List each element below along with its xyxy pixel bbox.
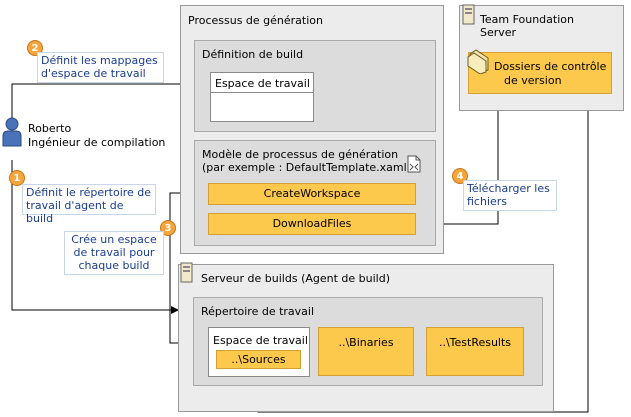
actor-name: Roberto (28, 122, 72, 135)
activity-create-workspace: CreateWorkspace (208, 183, 416, 205)
step-note-4-line2: fichiers (467, 195, 508, 208)
step-note-3: Crée un espace de travail pour chaque bu… (64, 231, 164, 275)
folder-sources: ..\Sources (216, 350, 301, 369)
step-note-1-line2: travail d'agent de build (26, 199, 124, 225)
arrow-define-mappings (11, 80, 210, 118)
step-note-1-line1: Définit le répertoire de (26, 186, 152, 199)
arrow-define-working-dir (11, 160, 179, 314)
tfs-title-line2: Server (480, 26, 517, 39)
folder-sources-label: ..\Sources (231, 353, 286, 366)
build-server-icon (180, 262, 194, 284)
folder-binaries-label: ..\Binaries (338, 336, 394, 349)
step-note-4-line1: Télécharger les (467, 182, 550, 195)
tfs-title-line1: Team Foundation (480, 13, 574, 26)
step-note-2-line1: Définit les mappages (41, 54, 158, 67)
step-note-3-line3: chaque build (78, 259, 150, 272)
step-note-3-line1: Crée un espace (71, 233, 157, 246)
build-definition-title: Définition de build (202, 48, 304, 61)
step-note-1: Définit le répertoire de travail d'agent… (22, 184, 156, 225)
activity-create-workspace-label: CreateWorkspace (263, 187, 361, 200)
process-template-title-line2: (par exemple : DefaultTemplate.xaml) (202, 161, 411, 174)
step-note-2-line2: d'espace de travail (41, 67, 146, 80)
folder-binaries: ..\Binaries (318, 327, 414, 376)
xaml-file-icon (407, 155, 421, 173)
tfs-folders-line2: de version (504, 74, 562, 87)
build-definition-workspace-label: Espace de travail (215, 77, 310, 90)
folder-testresults-label: ..\TestResults (438, 336, 512, 349)
step-badge-1: 1 (9, 170, 25, 186)
build-definition-workspace: Espace de travail (210, 72, 314, 122)
tfs-server-icon (462, 4, 476, 26)
tfs-version-control-folders: Dossiers de contrôle de version (468, 52, 612, 94)
workspace-divider (211, 92, 313, 93)
working-directory-title: Répertoire de travail (201, 305, 315, 318)
step-note-2: Définit les mappages d'espace de travail (37, 52, 164, 83)
folders-icon (466, 48, 490, 75)
tfs-folders-line1: Dossiers de contrôle (494, 60, 607, 73)
process-template-title-line1: Modèle de processus de génération (202, 148, 399, 161)
actor-role: Ingénieur de compilation (28, 136, 166, 149)
activity-download-files-label: DownloadFiles (272, 217, 352, 230)
step-note-4: Télécharger les fichiers (463, 180, 557, 211)
activity-download-files: DownloadFiles (208, 213, 416, 235)
working-dir-workspace-label: Espace de travail (213, 334, 308, 347)
step-badge-3: 3 (160, 220, 176, 236)
user-icon (2, 117, 22, 147)
build-process-title: Processus de génération (188, 14, 323, 27)
build-server-title: Serveur de builds (Agent de build) (201, 272, 390, 285)
step-note-3-line2: de travail pour (73, 246, 155, 259)
folder-testresults: ..\TestResults (426, 327, 524, 376)
